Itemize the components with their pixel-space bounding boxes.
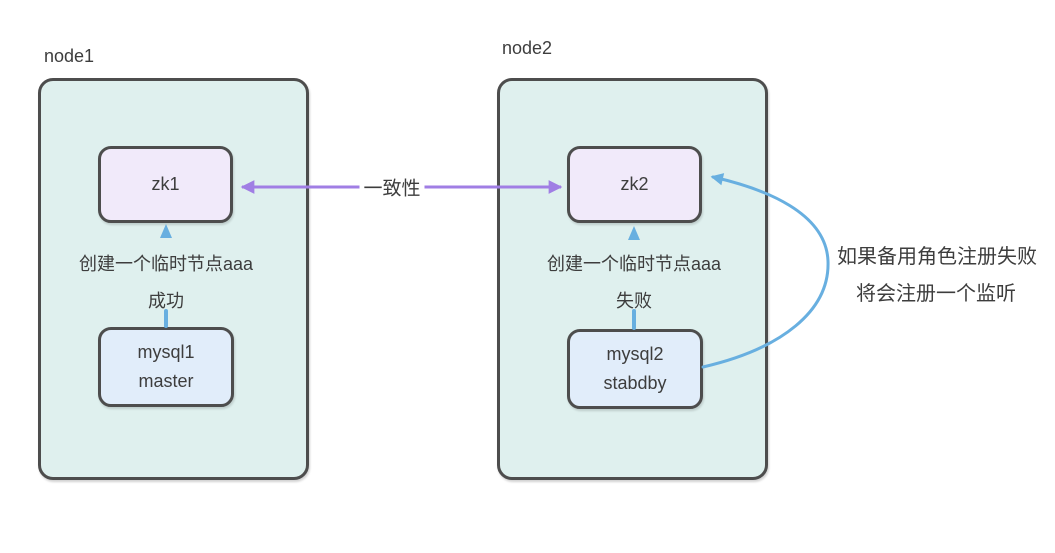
node2-result-text: 失败 <box>616 291 652 311</box>
node1-container <box>38 78 309 480</box>
consistency-arrow-label: 一致性 <box>359 173 425 201</box>
node1-result-text: 成功 <box>148 291 184 311</box>
zk1-box-label: zk1 <box>151 174 180 194</box>
node2-step-text: 创建一个临时节点aaa <box>546 254 722 274</box>
mysql1-name-label: mysql1 <box>137 342 195 362</box>
node1-label: node1 <box>44 46 95 66</box>
mysql2-box: mysql2 stabdby <box>567 329 703 409</box>
mysql1-role-label: master <box>138 371 194 391</box>
node2-label: node2 <box>502 38 553 58</box>
listener-annotation-line1: 如果备用角色注册失败 <box>837 246 1037 268</box>
zk2-box: zk2 <box>567 146 702 223</box>
zk1-box: zk1 <box>98 146 233 223</box>
listener-annotation-line2: 将会注册一个监听 <box>856 283 1016 305</box>
mysql2-name-label: mysql2 <box>606 344 664 364</box>
zk2-box-label: zk2 <box>620 174 649 194</box>
node1-step-text: 创建一个临时节点aaa <box>78 254 254 274</box>
mysql2-role-label: stabdby <box>603 373 667 393</box>
mysql1-box: mysql1 master <box>98 327 234 407</box>
node2-container <box>497 78 768 480</box>
